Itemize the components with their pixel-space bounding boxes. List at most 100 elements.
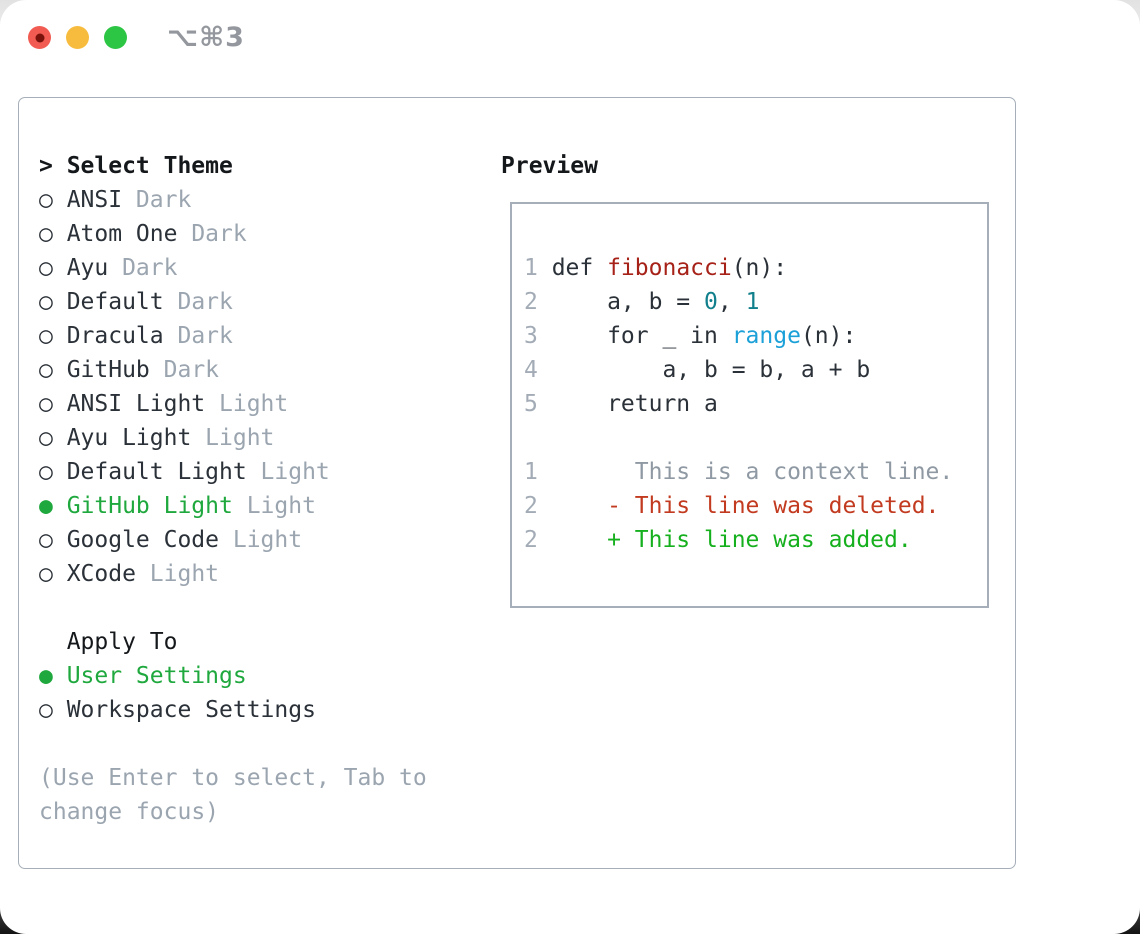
radio-icon: ○ (39, 697, 53, 723)
theme-variant: Light (246, 493, 316, 519)
apply-option-label: Workspace Settings (66, 697, 316, 723)
theme-name: GitHub Light (66, 493, 233, 519)
theme-name: Ayu Light (66, 425, 192, 451)
apply-option-workspace-settings[interactable]: ○ Workspace Settings (39, 693, 427, 727)
theme-name: GitHub (66, 357, 150, 383)
apply-to-list: ● User Settings ○ Workspace Settings (39, 659, 427, 727)
theme-variant: Light (205, 425, 275, 451)
theme-name: XCode (66, 561, 136, 587)
theme-variant: Dark (177, 323, 233, 349)
line-number: 2 (524, 493, 538, 519)
diff-added-line: 2 + This line was added. (524, 523, 987, 557)
theme-name: Atom One (66, 221, 178, 247)
radio-icon: ○ (39, 459, 53, 485)
radio-icon: ○ (39, 221, 53, 247)
hint-line-1: (Use Enter to select, Tab to (39, 765, 427, 791)
theme-item-xcode[interactable]: ○ XCode Light (39, 557, 427, 591)
code-segment: a, b = (551, 289, 705, 315)
maximize-button-icon[interactable] (104, 26, 127, 49)
spacer (39, 591, 427, 625)
code-segment: (n): (800, 323, 857, 349)
diff-context-line: 1 This is a context line. (524, 455, 987, 489)
code-line: 5 return a (524, 387, 987, 421)
selected-radio-icon: ● (39, 663, 53, 689)
radio-icon: ○ (39, 527, 53, 553)
theme-item-dracula[interactable]: ○ Dracula Dark (39, 319, 427, 353)
radio-icon: ○ (39, 187, 53, 213)
line-number: 3 (524, 323, 538, 349)
code-line: 4 a, b = b, a + b (524, 353, 987, 387)
radio-icon: ○ (39, 425, 53, 451)
cursor-chevron-icon: > (39, 153, 53, 179)
theme-name: Default (66, 289, 164, 315)
line-number: 1 (524, 459, 538, 485)
selected-radio-icon: ● (39, 493, 53, 519)
radio-icon: ○ (39, 255, 53, 281)
theme-variant: Light (232, 527, 303, 553)
theme-name: Ayu (66, 255, 109, 281)
code-segment: (n): (731, 255, 788, 281)
code-segment: , (717, 289, 746, 315)
theme-name: Dracula (66, 323, 164, 349)
theme-name: ANSI (66, 187, 123, 213)
line-number: 1 (524, 255, 538, 281)
code-line: 3 for _ in range(n): (524, 319, 987, 353)
theme-list-header: > Select Theme (39, 149, 427, 183)
code-segment: This is a context line. (551, 459, 954, 485)
code-segment: 1 (745, 289, 760, 315)
theme-variant: Light (260, 459, 330, 485)
code-segment: 0 (704, 289, 718, 315)
theme-item-ayu-light[interactable]: ○ Ayu Light Light (39, 421, 427, 455)
radio-icon: ○ (39, 561, 53, 587)
code-segment: for _ in (551, 323, 732, 349)
line-number: 4 (524, 357, 538, 383)
close-button-icon[interactable] (28, 26, 51, 49)
traffic-lights (28, 26, 127, 49)
theme-variant: Light (149, 561, 220, 587)
radio-icon: ○ (39, 323, 53, 349)
code-segment: range (731, 323, 801, 349)
apply-option-user-settings[interactable]: ● User Settings (39, 659, 427, 693)
apply-to-title: Apply To (66, 629, 178, 655)
code-line: 2 a, b = 0, 1 (524, 285, 987, 319)
radio-icon: ○ (39, 289, 53, 315)
line-number: 2 (524, 289, 538, 315)
radio-icon: ○ (39, 391, 53, 417)
theme-item-github-light[interactable]: ● GitHub Light Light (39, 489, 427, 523)
code-segment: a, b = b, a + b (551, 357, 871, 383)
window-title: ⌥⌘3 (167, 22, 245, 53)
theme-item-atom-one[interactable]: ○ Atom One Dark (39, 217, 427, 251)
diff-deleted-line: 2 - This line was deleted. (524, 489, 987, 523)
theme-list-title: Select Theme (66, 153, 233, 179)
theme-item-ansi-light[interactable]: ○ ANSI Light Light (39, 387, 427, 421)
minimize-button-icon[interactable] (66, 26, 89, 49)
apply-option-label: User Settings (66, 663, 247, 689)
preview-title: Preview (501, 153, 598, 179)
code-segment: def (551, 255, 608, 281)
theme-item-default[interactable]: ○ Default Dark (39, 285, 427, 319)
apply-to-header: Apply To (39, 625, 427, 659)
theme-variant: Dark (177, 289, 233, 315)
hint-line-2: change focus) (39, 799, 220, 825)
theme-variant: Dark (163, 357, 220, 383)
theme-name: ANSI Light (66, 391, 206, 417)
spacer (39, 727, 427, 761)
line-number: 5 (524, 391, 538, 417)
code-segment: return a (551, 391, 718, 417)
code-segment: + This line was added. (551, 527, 912, 553)
theme-variant: Dark (122, 255, 178, 281)
theme-variant: Dark (191, 221, 247, 247)
line-number: 2 (524, 527, 538, 553)
theme-item-ayu[interactable]: ○ Ayu Dark (39, 251, 427, 285)
theme-variant: Light (219, 391, 289, 417)
